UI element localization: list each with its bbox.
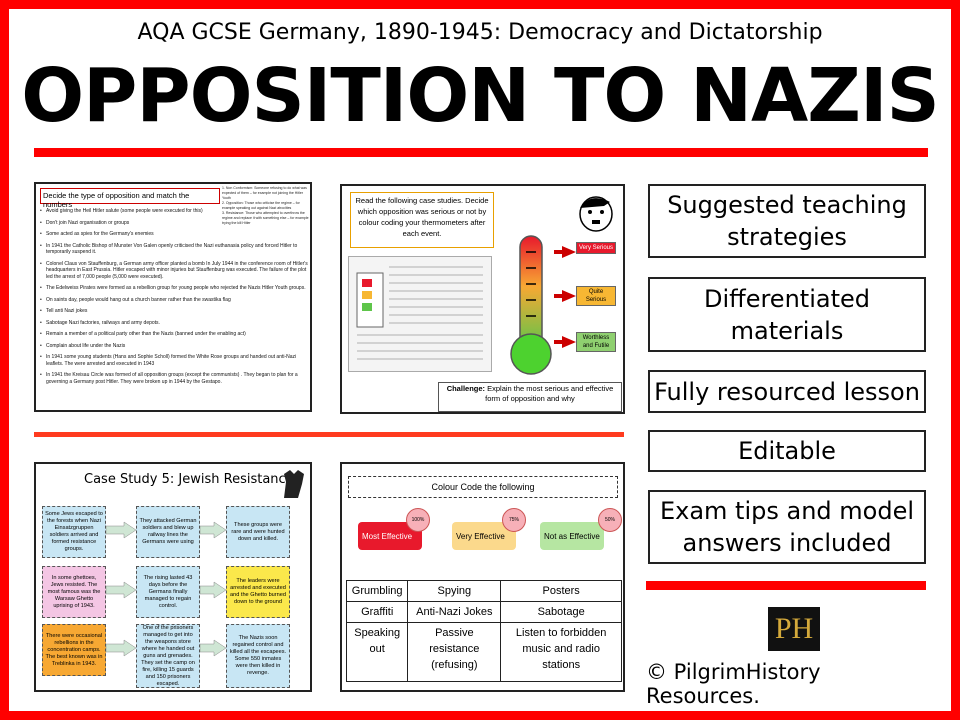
t1-heading: Decide the type of opposition and match … (40, 188, 220, 209)
feature-teaching-strategies: Suggested teaching strategies (648, 184, 926, 258)
feature-editable: Editable (648, 430, 926, 472)
table-row: Speaking out Passive resistance (refusin… (345, 622, 622, 682)
table-row: Graffiti Anti-Nazi Jokes Sabotage (345, 601, 622, 623)
page-subtitle: AQA GCSE Germany, 1890-1945: Democracy a… (137, 20, 823, 45)
grid-cell: Grumbling (345, 580, 409, 602)
grid-cell: Sabotage (500, 601, 622, 623)
case-cell: The rising lasted 43 days before the Ger… (136, 566, 200, 618)
preview-opposition-types[interactable]: Decide the type of opposition and match … (34, 182, 312, 412)
case-cell: One of the prisoners managed to get into… (136, 624, 200, 688)
list-item: Don't join Nazi organisation or groups (40, 220, 308, 227)
list-item: Some acted as spies for the Germany's en… (40, 231, 308, 238)
table-row: Grumbling Spying Posters (345, 580, 622, 602)
pct-badge: 100% (406, 508, 430, 532)
t2-challenge: Challenge: Explain the most serious and … (438, 382, 622, 412)
feature-differentiated: Differentiated materials (648, 277, 926, 352)
list-item: Complain about life under the Nazis (40, 343, 308, 350)
case-cell: These groups were rare and were hunted d… (226, 506, 290, 558)
copyright-text: © PilgrimHistory Resources. (646, 660, 821, 708)
grid-cell: Posters (500, 580, 622, 602)
t2-doc-lines-icon (356, 266, 483, 360)
grid-cell: Graffiti (345, 601, 409, 623)
t2-instructions: Read the following case studies. Decide … (350, 192, 494, 248)
flow-arrows-icon (200, 521, 226, 657)
activity-grid: Grumbling Spying Posters Graffiti Anti-N… (345, 580, 622, 682)
list-item: Remain a member of a political party oth… (40, 331, 308, 338)
preview-jewish-resistance[interactable]: Case Study 5: Jewish Resistance Some Jew… (34, 462, 312, 692)
hitler-caricature-icon (579, 196, 613, 232)
divider-top (34, 148, 928, 157)
grid-cell: Spying (407, 580, 502, 602)
t2-case-study-doc (348, 256, 492, 372)
divider-right (646, 581, 926, 590)
list-item: Sabotage Nazi factories, railways and ar… (40, 320, 308, 327)
pct-badge: 75% (502, 508, 526, 532)
divider-middle (34, 432, 624, 437)
list-item: Colonel Claus von Stauffenburg, a German… (40, 261, 308, 281)
label-very-serious: Very Serious (576, 242, 616, 254)
list-item: In 1941 some young students (Hans and So… (40, 354, 308, 367)
raised-fist-icon (284, 470, 304, 498)
thermometer-icon (510, 235, 552, 375)
t4-title: Colour Code the following (348, 476, 618, 498)
case-cell: There were occasional rebellions in the … (42, 624, 106, 676)
preview-thermometer[interactable]: Read the following case studies. Decide … (340, 184, 625, 414)
challenge-text: Explain the most serious and effective f… (485, 384, 614, 403)
pct-badge: 50% (598, 508, 622, 532)
feature-exam-tips: Exam tips and model answers included (648, 490, 926, 564)
ph-logo: PH (768, 607, 820, 651)
label-quite-serious: Quite Serious (576, 286, 616, 306)
list-item: On saints day, people would hang out a c… (40, 297, 308, 304)
list-item: In 1941 the Kreisau Circle was formed of… (40, 372, 308, 385)
list-item: Avoid giving the Heil Hitler salute (som… (40, 208, 308, 215)
list-item: Tell anti Nazi jokes (40, 308, 308, 315)
challenge-label: Challenge: (446, 384, 486, 393)
case-cell: The Nazis soon regained control and kill… (226, 624, 290, 688)
list-item: The Edelweiss Pirates were formed as a r… (40, 285, 308, 292)
grid-cell: Passive resistance (refusing) (407, 622, 502, 682)
grid-cell: Anti-Nazi Jokes (407, 601, 502, 623)
grid-cell: Speaking out (345, 622, 409, 682)
case-cell: Some Jews escaped to the forests when Na… (42, 506, 106, 558)
feature-fully-resourced: Fully resourced lesson (648, 370, 926, 413)
flow-arrows-icon (106, 521, 136, 657)
case-cell: They attacked German soldiers and blew u… (136, 506, 200, 558)
page-title: OPPOSITION TO NAZIS (21, 53, 940, 139)
grid-cell: Listen to forbidden music and radio stat… (500, 622, 622, 682)
arrows-icon (554, 246, 576, 348)
case-cell: The leaders were arrested and executed a… (226, 566, 290, 618)
list-item: In 1941 the Catholic Bishop of Munster V… (40, 243, 308, 256)
preview-colour-code[interactable]: Colour Code the following Most Effective… (340, 462, 625, 692)
pill-not-as-effective: Not as Effective (540, 522, 604, 550)
t1-key-item: 1. Non Conformism: Someone refusing to d… (222, 186, 307, 200)
label-worthless: Worthless and Futile (576, 332, 616, 352)
t3-title: Case Study 5: Jewish Resistance (84, 472, 294, 487)
case-cell: In some ghettoes, Jews resisted. The mos… (42, 566, 106, 618)
t1-list: Avoid giving the Heil Hitler salute (som… (40, 208, 308, 390)
